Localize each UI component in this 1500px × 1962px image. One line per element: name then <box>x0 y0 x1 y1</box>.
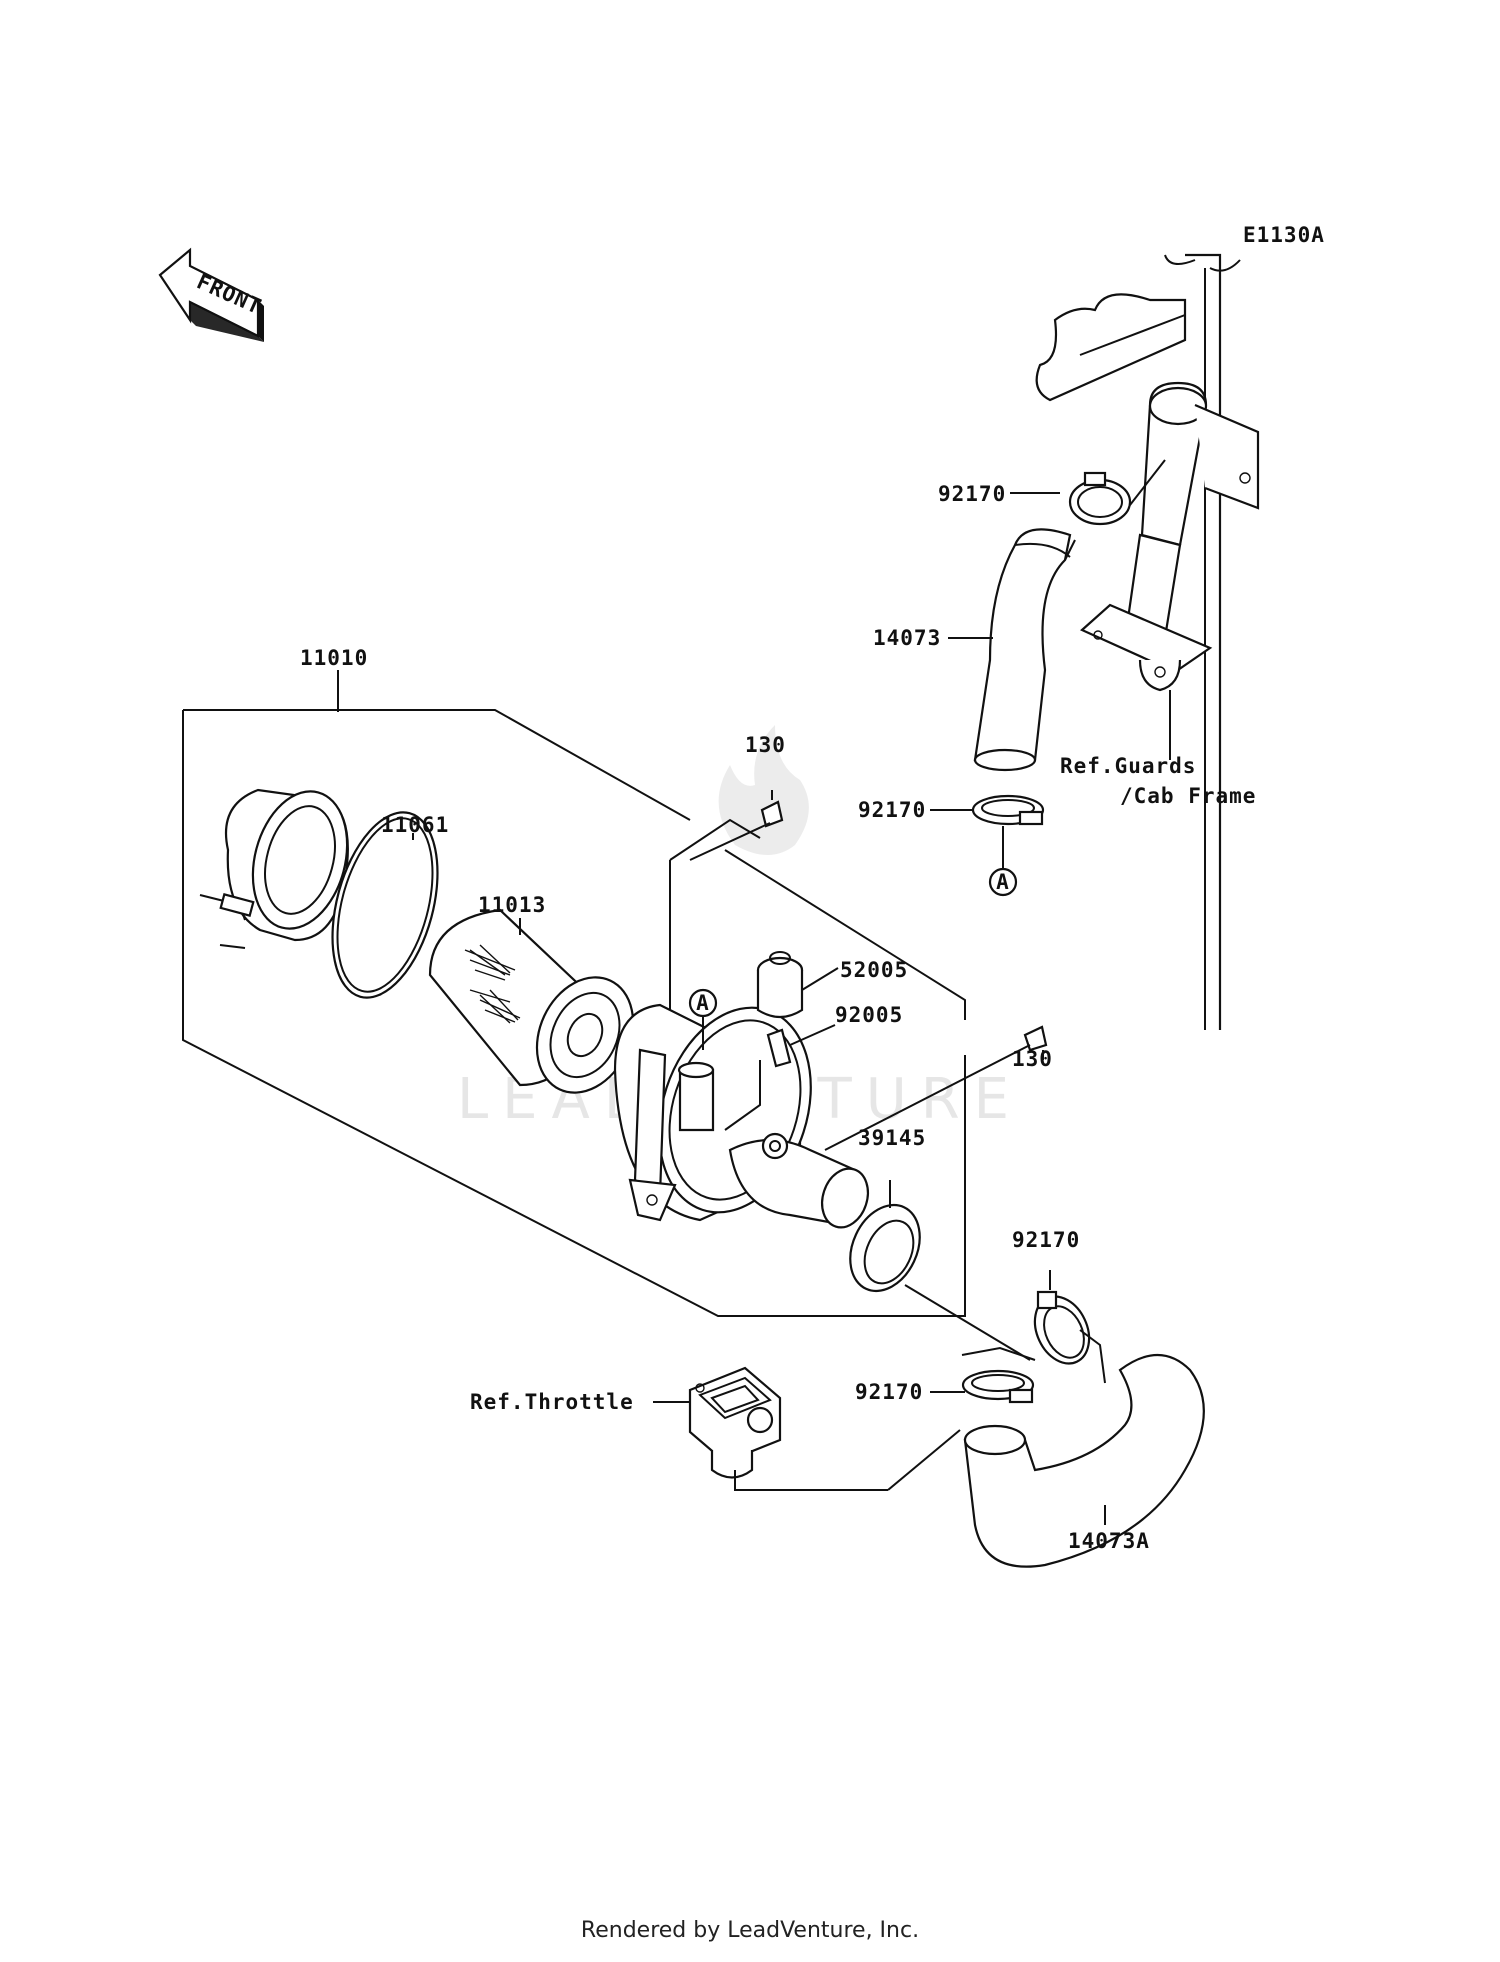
footer-credit: Rendered by LeadVenture, Inc. <box>580 1918 920 1943</box>
label-92170-second: 92170 <box>858 798 926 822</box>
throttle-body <box>688 1366 961 1491</box>
label-130-right: 130 <box>1012 1047 1053 1071</box>
label-52005: 52005 <box>840 958 908 982</box>
hose-clamp-top <box>1068 459 1166 526</box>
label-14073A: 14073A <box>1068 1529 1150 1553</box>
label-130-top: 130 <box>745 733 786 757</box>
callout-a-upper: A <box>688 988 718 1050</box>
callout-a-lower: A <box>996 870 1010 894</box>
label-11061: 11061 <box>381 813 449 837</box>
label-92170-fourth: 92170 <box>855 1380 923 1404</box>
o-ring-11061 <box>331 811 439 999</box>
intake-hose-14073A <box>963 1329 1205 1568</box>
label-ref-throttle: Ref.Throttle <box>470 1390 634 1414</box>
label-14073: 14073 <box>873 626 941 650</box>
filter-element-11013 <box>428 908 635 1094</box>
evacuator-valve-52005 <box>756 951 839 1019</box>
label-ref-guards: Ref.Guards <box>1060 754 1196 778</box>
air-duct-hose-14073 <box>973 528 1076 772</box>
label-cab-frame: /Cab Frame <box>1120 784 1256 808</box>
diagram-code: E1130A <box>1243 223 1325 247</box>
hose-band-39145 <box>849 1180 1031 1361</box>
bolt-130-top <box>689 790 784 861</box>
hose-clamp-fourth <box>961 1346 1036 1404</box>
air-cleaner-housing <box>613 1003 869 1229</box>
label-11010: 11010 <box>300 646 368 670</box>
label-92170-third: 92170 <box>1012 1228 1080 1252</box>
label-39145: 39145 <box>858 1126 926 1150</box>
cab-frame <box>1035 253 1260 1030</box>
label-92005: 92005 <box>835 1003 903 1027</box>
label-92170-top: 92170 <box>938 482 1006 506</box>
fitting-92005 <box>724 1024 836 1131</box>
bolt-130-right <box>824 1025 1048 1151</box>
front-arrow-icon: FRONT <box>158 247 265 342</box>
hose-clamp-third <box>1033 1270 1091 1365</box>
air-cleaner-cover <box>199 788 349 949</box>
label-11013: 11013 <box>478 893 546 917</box>
svg-text:A: A <box>696 991 710 1015</box>
hose-clamp-second: A <box>971 794 1045 897</box>
